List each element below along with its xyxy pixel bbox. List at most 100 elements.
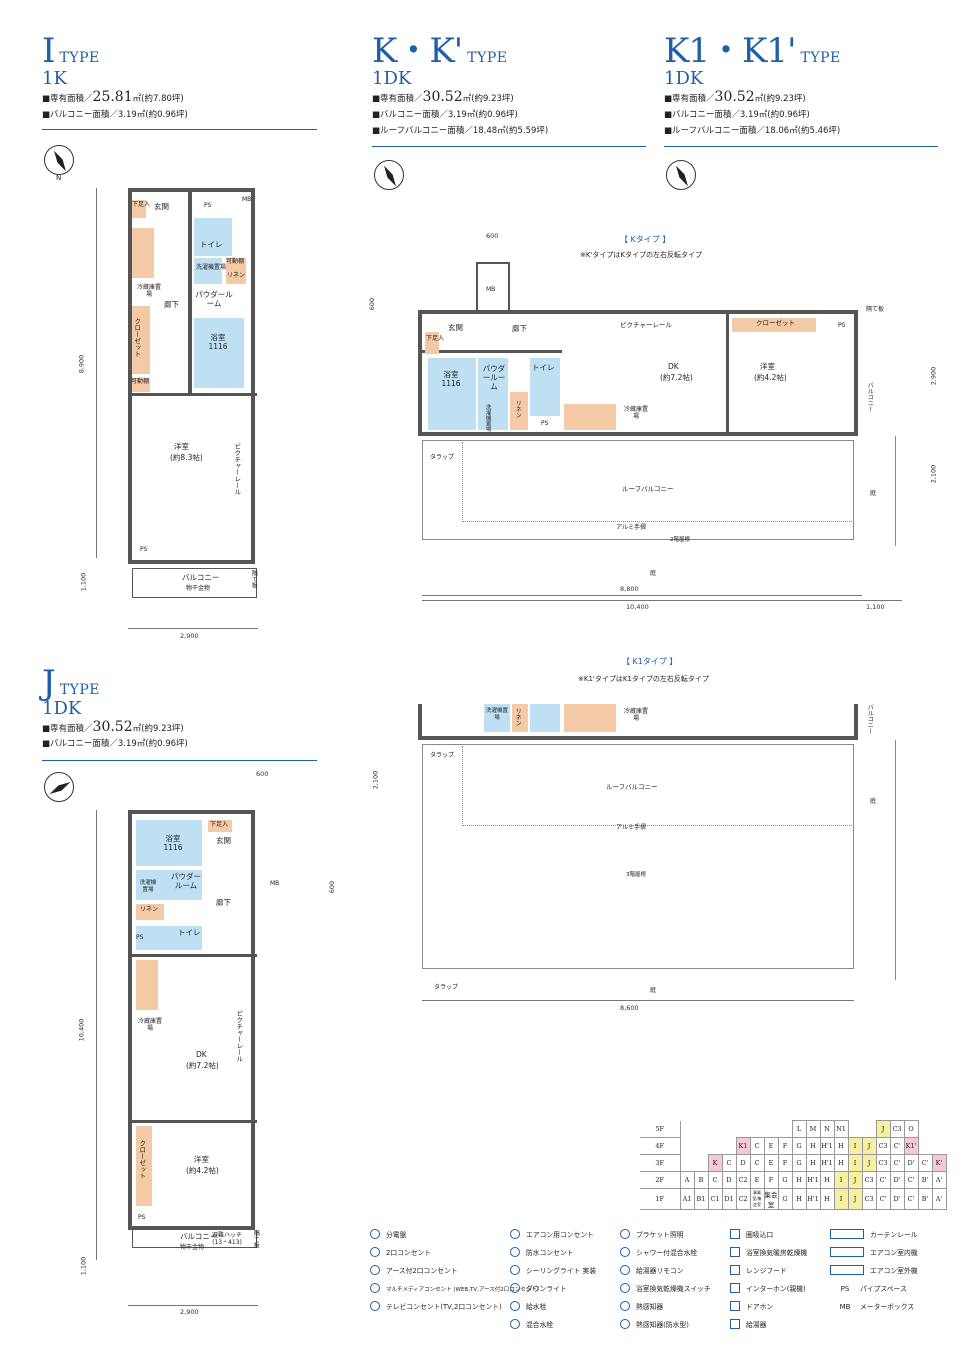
legend-symbol-icon xyxy=(830,1265,864,1275)
j-label-bath: 浴室 1116 xyxy=(163,834,183,852)
unit-cell: H xyxy=(791,1188,807,1210)
unit-cell: C' xyxy=(903,1171,919,1189)
k-type-layout: 1DK xyxy=(372,68,412,89)
north-compass-icon xyxy=(44,772,74,802)
unit-cell: J xyxy=(875,1120,891,1138)
legend-item: 給湯器リモコン xyxy=(620,1264,684,1278)
legend-label: 2口コンセント xyxy=(386,1249,432,1257)
unit-cell: K xyxy=(707,1154,723,1172)
unit-cell: G xyxy=(777,1188,793,1210)
j-type-title: J TYPE xyxy=(42,666,100,700)
k-type-title: K・K' TYPE xyxy=(372,34,507,68)
unit-cell: J xyxy=(847,1188,863,1210)
k-label-fridge: 冷蔵庫置場 xyxy=(623,406,648,421)
j-label-linen: リネン xyxy=(140,906,159,913)
north-compass-icon xyxy=(44,145,74,175)
j-label-fridge: 冷蔵庫置場 xyxy=(137,1018,162,1033)
legend-item: 給水栓 xyxy=(510,1300,546,1314)
legend-label: レンジフード xyxy=(746,1267,787,1275)
legend-item: 防水コンセント xyxy=(510,1246,574,1260)
j-label-shita: 下足入 xyxy=(210,821,229,828)
legend-symbol-icon xyxy=(510,1283,520,1293)
unit-cell: D' xyxy=(889,1171,905,1189)
k1-label-tarap: タラップ xyxy=(430,752,455,759)
legend-item: エアコン室内機 xyxy=(830,1246,918,1260)
i-washer-area xyxy=(194,258,222,284)
j-label-sentaku: 洗濯機置場 xyxy=(139,880,157,893)
legend-label: 分電盤 xyxy=(386,1231,407,1239)
k-dim-e: 8,800 xyxy=(620,585,639,593)
legend-item: ブラケット照明 xyxy=(620,1228,684,1242)
unit-cell xyxy=(708,1121,722,1138)
legend-item: マルチメディアコンセント (WEB,TV,アース付2口コンセント) xyxy=(370,1282,539,1297)
k-label-picture: ピクチャーレール xyxy=(620,321,672,329)
unit-cell: C3 xyxy=(889,1120,905,1138)
unit-cell: C xyxy=(749,1137,765,1155)
unit-cell: E xyxy=(749,1171,765,1189)
k1-note: ※K1'タイプはK1タイプの左右反転タイプ xyxy=(578,675,709,683)
unit-cell: F xyxy=(763,1171,779,1189)
legend-symbol-icon xyxy=(510,1301,520,1311)
j-label-monohoshi: 物干金物 xyxy=(180,1244,205,1251)
legend-item: 熱感知器 xyxy=(620,1300,663,1314)
unit-cell: A' xyxy=(931,1188,947,1210)
legend-label: 給湯器リモコン xyxy=(636,1267,684,1275)
k-label-ps: PS xyxy=(838,322,846,329)
unit-cell: H xyxy=(805,1137,821,1155)
k1-caption: 【 K1タイプ 】 xyxy=(622,657,678,666)
j-label-youshitsu-size: (約4.2帖) xyxy=(186,1166,219,1175)
legend-square-icon xyxy=(730,1319,740,1329)
unit-cell: B' xyxy=(917,1188,933,1210)
k-label-powder: パウダールーム xyxy=(482,364,506,391)
legend-symbol-icon xyxy=(620,1229,630,1239)
k1-type-balcony: ■バルコニー面積／3.19㎡(約0.96坪) xyxy=(664,110,810,120)
i-closet-area xyxy=(132,306,150,374)
k-plan-outline xyxy=(418,310,858,436)
unit-cell: D1 xyxy=(721,1188,737,1210)
k-label-dk: DK xyxy=(668,362,679,371)
j-label-dk-size: (約7.2帖) xyxy=(186,1061,219,1070)
i-label-powder: パウダールーム xyxy=(195,290,233,308)
i-type-letter: I xyxy=(42,31,55,71)
j-label-youshitsu: 洋室 xyxy=(194,1155,209,1164)
legend-label: 給湯器 xyxy=(746,1321,767,1329)
legend-label: マルチメディアコンセント (WEB,TV,アース付2口コンセント) xyxy=(386,1287,539,1293)
legend-item: 熱感知器(防水型) xyxy=(620,1318,689,1332)
unit-cell: C' xyxy=(917,1154,933,1172)
north-compass-icon xyxy=(374,160,404,190)
k1-type-area: ■専有面積／30.52㎡(約9.23坪) xyxy=(664,89,806,105)
j-dim-c: 10,400 xyxy=(77,1018,86,1042)
k-dim-b: 600 xyxy=(368,297,377,311)
unit-cell xyxy=(918,1138,932,1155)
unit-cell: B' xyxy=(917,1171,933,1189)
k1-label-arumi: アルミ手摺 xyxy=(616,824,646,831)
i-dim-w: 2,900 xyxy=(180,632,199,640)
legend-item: カーテンレール xyxy=(830,1228,918,1242)
unit-cell: D' xyxy=(903,1154,919,1172)
legend-symbol-icon xyxy=(510,1247,520,1257)
legend-label: 防水コンセント xyxy=(526,1249,574,1257)
k-label-kaiyane: 2階屋根 xyxy=(670,537,690,543)
i-type-area: ■専有面積／25.81㎡(約7.80坪) xyxy=(42,89,184,105)
k-label-hedate: 隔て板 xyxy=(866,306,885,313)
k-label-closet: クローゼット xyxy=(756,319,795,327)
legend-item: エアコン室外機 xyxy=(830,1264,918,1278)
unit-cell: I xyxy=(833,1188,849,1210)
k-label-tarap: タラップ xyxy=(430,454,455,461)
unit-cell: H'1 xyxy=(805,1188,821,1210)
k1-dim-a: 2,100 xyxy=(371,770,380,790)
k1-type-title: K1・K1' TYPE xyxy=(664,34,841,68)
unit-cell: O xyxy=(903,1120,919,1138)
k-label-youshitsu-size: (約4.2帖) xyxy=(754,373,787,382)
k1-label-kaiyane: 3階屋根 xyxy=(626,872,646,878)
i-label-closet: クローゼット xyxy=(132,318,141,357)
legend-label: エアコン室内機 xyxy=(870,1249,918,1257)
unit-cell: K1' xyxy=(903,1137,919,1155)
legend-symbol-icon xyxy=(370,1229,380,1239)
legend-label: 熱感知器 xyxy=(636,1303,664,1311)
